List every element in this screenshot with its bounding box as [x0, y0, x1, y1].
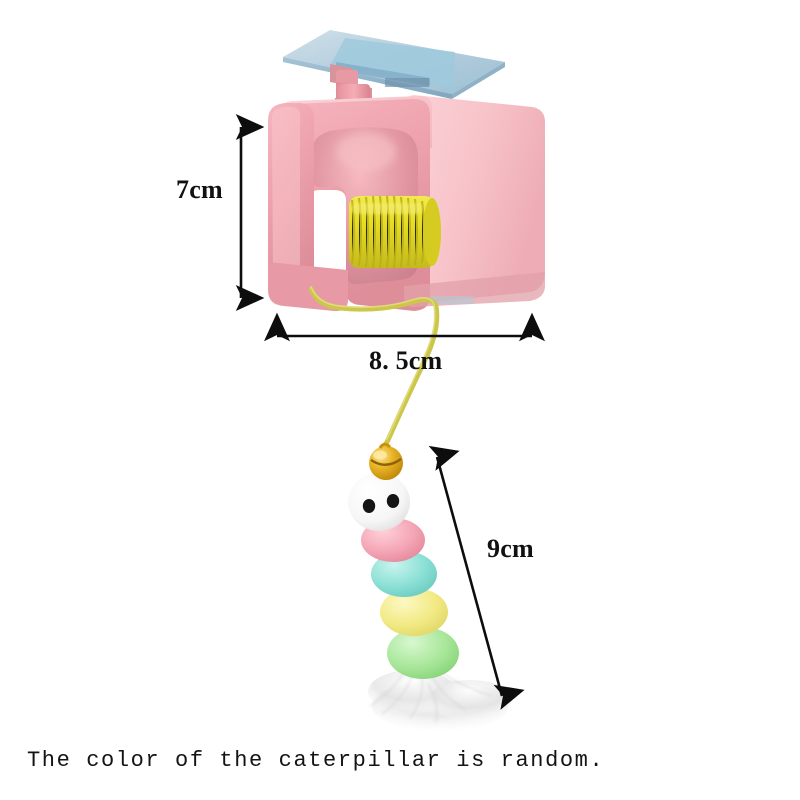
caterpillar-head — [348, 473, 410, 531]
eye-left — [362, 499, 376, 513]
clamp-cavity-highlight — [336, 133, 396, 171]
bell-loop — [378, 442, 392, 449]
spring-group — [349, 195, 441, 269]
cord-group — [308, 286, 440, 461]
bell-highlight — [373, 450, 387, 460]
clamp-left-arm-highlight — [272, 107, 300, 293]
caption-text: The color of the caterpillar is random. — [27, 748, 605, 773]
bell-slot — [370, 458, 402, 466]
clamp-base-pad — [430, 296, 474, 304]
spring-end-cap — [423, 198, 441, 266]
head-highlight — [358, 483, 376, 495]
cord-highlight-group — [310, 286, 436, 440]
tail-plume — [368, 669, 512, 732]
spring-highlight — [352, 203, 422, 214]
dimension-arrows — [235, 114, 545, 710]
clamp-lower-jaw — [268, 262, 348, 312]
mount-plate-front-edge — [283, 57, 452, 99]
cord-path — [308, 286, 440, 461]
mount-plate-right-edge — [452, 62, 505, 99]
segment-cyan — [371, 551, 437, 597]
cord-sheen — [310, 286, 436, 440]
dimension-label-length: 9cm — [487, 534, 534, 563]
dimension-label-width: 8. 5cm — [369, 346, 443, 375]
eye-right — [386, 494, 400, 508]
arrow-length-9cm — [428, 445, 525, 710]
caterpillar-group — [348, 442, 512, 732]
dimension-label-height: 7cm — [176, 175, 223, 204]
mount-plate-inner-panel — [330, 38, 455, 88]
mount-plate-tab — [385, 78, 429, 87]
bell-group — [369, 442, 403, 480]
